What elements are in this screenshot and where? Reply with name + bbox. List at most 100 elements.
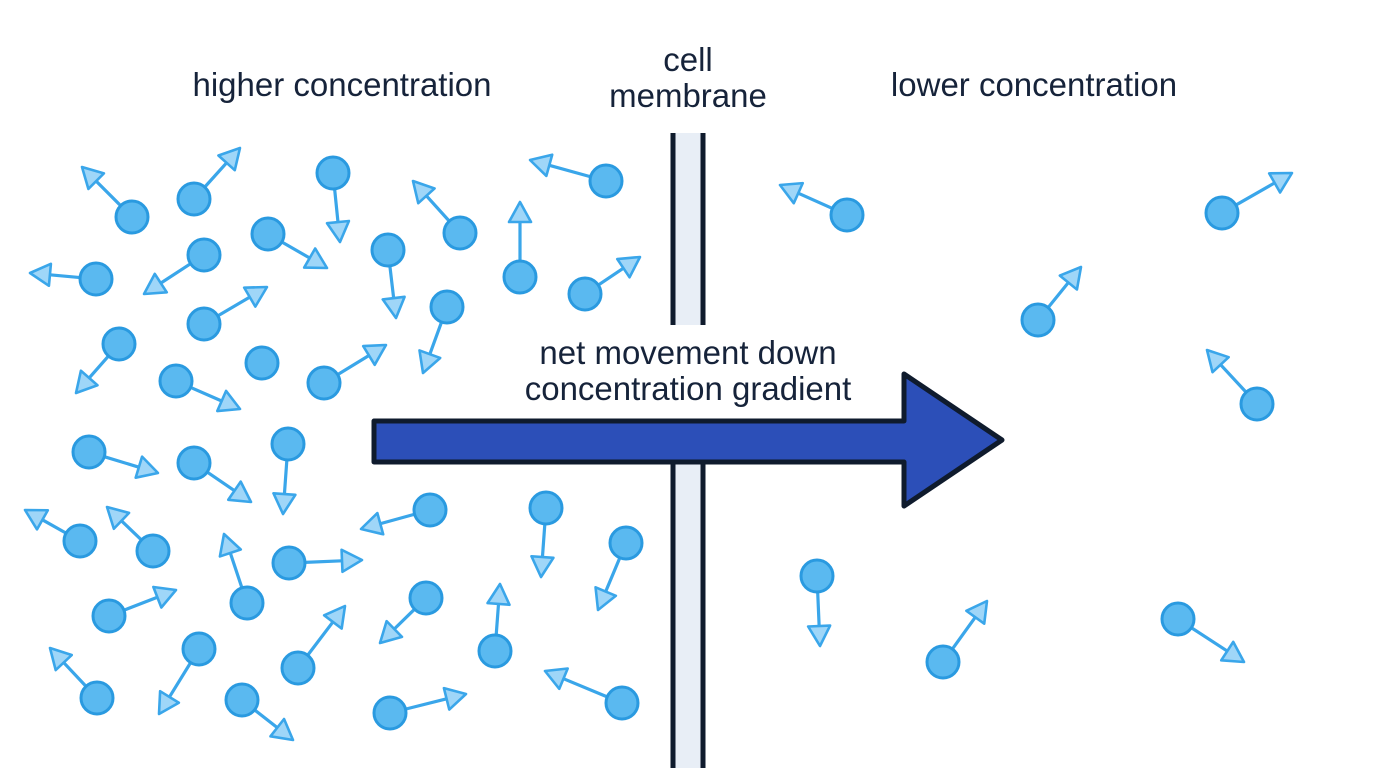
particle-motion-arrowhead: [530, 554, 555, 579]
particle-motion-arrow-shaft: [87, 354, 111, 380]
particle-icon: [142, 237, 222, 296]
particle-motion-arrow-shaft: [62, 660, 88, 688]
particle-icon: [1204, 171, 1294, 231]
particle-motion-arrow-shaft: [159, 262, 193, 285]
particle-icon: [218, 532, 265, 621]
particle-motion-arrowhead: [272, 491, 297, 516]
particle-icon: [28, 261, 114, 297]
particle-icon: [48, 646, 115, 716]
particle-motion-arrowhead: [302, 247, 329, 270]
particle-motion-arrowhead: [594, 586, 618, 612]
particle-motion-arrow-shaft: [216, 295, 252, 318]
particle-motion-arrowhead: [157, 689, 181, 716]
particle-icon: [186, 285, 269, 342]
particle-icon: [370, 232, 406, 320]
particle-dot: [176, 445, 212, 481]
particle-motion-arrow-shaft: [1234, 181, 1277, 207]
particle-motion-arrow-shaft: [950, 615, 977, 651]
particle-icon: [778, 181, 865, 233]
particle-motion-arrow-shaft: [94, 179, 123, 208]
particle-dot: [271, 545, 307, 581]
particle-motion-arrowhead: [23, 508, 50, 531]
particle-motion-arrow-shaft: [228, 551, 244, 590]
particle-dot: [270, 426, 306, 462]
particle-dot: [370, 232, 406, 268]
particle-dot: [62, 523, 98, 559]
particle-icon: [176, 146, 242, 217]
particle-motion-arrow-shaft: [280, 240, 312, 260]
particle-motion-arrowhead: [411, 179, 436, 205]
arrow-label-line2: concentration gradient: [525, 370, 852, 407]
particle-dot: [224, 682, 260, 718]
particle-motion-arrow-shaft: [252, 708, 279, 730]
particle-dot: [1020, 302, 1056, 338]
particle-icon: [594, 525, 644, 612]
particle-dot: [229, 585, 265, 621]
particle-motion-arrowhead: [325, 219, 351, 244]
particle-motion-arrow-shaft: [561, 677, 609, 699]
particle-dot: [477, 633, 513, 669]
particle-icon: [270, 426, 306, 516]
particle-dot: [181, 631, 217, 667]
particle-motion-arrow-shaft: [119, 519, 144, 542]
particle-icon: [306, 343, 388, 401]
particle-dot: [244, 345, 280, 381]
particle-motion-arrowhead: [615, 255, 642, 279]
particle-motion-arrowhead: [378, 619, 404, 645]
particle-icon: [378, 580, 444, 645]
particle-icon: [543, 667, 640, 721]
particle-motion-arrowhead: [28, 262, 53, 288]
particle-motion-arrowhead: [269, 717, 295, 742]
particle-motion-arrowhead: [1219, 640, 1246, 664]
particle-icon: [250, 216, 329, 270]
particle-motion-arrowhead: [322, 604, 347, 630]
particle-icon: [418, 289, 465, 375]
particle-icon: [105, 505, 171, 569]
particle-motion-arrow-shaft: [1218, 363, 1248, 394]
particle-icon: [411, 179, 478, 251]
particle-motion-arrowhead: [74, 369, 99, 395]
particle-motion-arrowhead: [528, 153, 554, 178]
particle-motion-arrow-shaft: [303, 559, 344, 564]
particle-motion-arrowhead: [105, 505, 131, 531]
particle-icon: [158, 363, 242, 413]
particle-dot: [442, 215, 478, 251]
particle-motion-arrowhead: [965, 599, 989, 625]
particle-motion-arrow-shaft: [403, 697, 449, 711]
particle-motion-arrow-shaft: [540, 522, 547, 559]
cell-membrane: [670, 133, 706, 768]
membrane-upper-segment: [671, 133, 704, 325]
particle-dot: [71, 434, 107, 470]
particle-icon: [1020, 265, 1083, 338]
particle-dot: [101, 326, 137, 362]
particle-motion-arrow-shaft: [40, 518, 68, 535]
particle-motion-arrow-shaft: [392, 607, 417, 631]
particle-dot: [1239, 386, 1275, 422]
particle-icon: [244, 345, 280, 381]
particle-icon: [157, 631, 217, 716]
particle-icon: [280, 604, 347, 686]
particle-icon: [74, 326, 137, 395]
particle-motion-arrow-shaft: [816, 590, 821, 628]
particle-dot: [186, 306, 222, 342]
particle-motion-arrowhead: [507, 200, 533, 224]
particle-motion-arrowhead: [359, 511, 385, 536]
particle-motion-arrow-shaft: [796, 191, 834, 211]
particle-dot: [306, 365, 342, 401]
particle-dot: [158, 363, 194, 399]
right-region-label: lower concentration: [891, 66, 1177, 103]
particle-icon: [1205, 348, 1275, 422]
particle-dot: [925, 644, 961, 680]
particle-dot: [176, 181, 212, 217]
particle-dot: [1160, 601, 1196, 637]
particle-motion-arrowhead: [226, 480, 253, 504]
particle-icon: [71, 434, 160, 480]
particle-motion-arrowhead: [1205, 348, 1230, 374]
particle-dot: [528, 490, 564, 526]
membrane-lower-segment: [671, 462, 704, 768]
particle-icon: [91, 585, 178, 634]
particle-dot: [608, 525, 644, 561]
membrane-label-line1: cell: [663, 41, 713, 78]
particle-dot: [799, 558, 835, 594]
